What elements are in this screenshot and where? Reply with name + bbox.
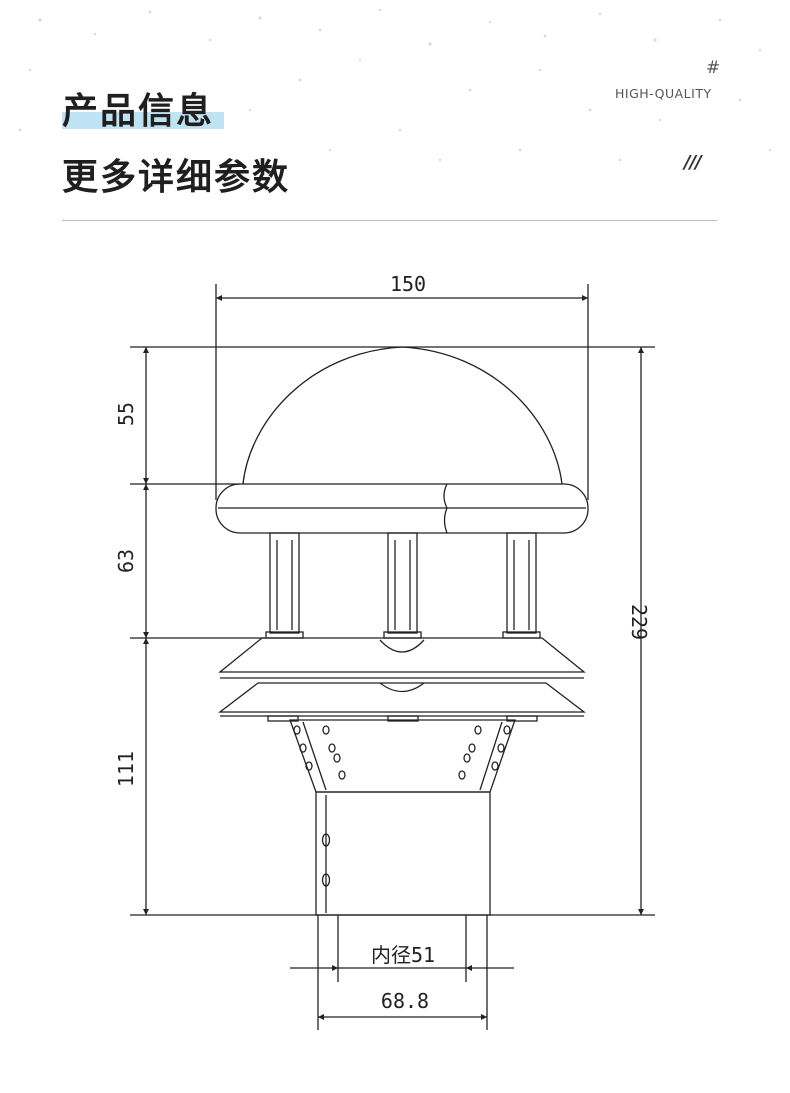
dome (242, 346, 563, 485)
pillar-middle (387, 532, 418, 634)
page-title: 产品信息 (62, 91, 215, 132)
dim-label-111: 111 (114, 751, 138, 787)
dim-label-55: 55 (114, 402, 138, 426)
title-highlight-bar (62, 112, 224, 129)
page-subtitle: 更多详细参数 (62, 157, 291, 198)
dim-label-63: 63 (114, 549, 138, 573)
shield-plate-bottom (218, 682, 586, 713)
decorative-slashes: /// (684, 152, 702, 173)
dim-label-150: 150 (390, 272, 426, 296)
dim-label-inner-diameter: 内径51 (371, 943, 435, 967)
pillar-left (269, 532, 300, 634)
hash-mark: # (706, 58, 721, 78)
tagline: HIGH-QUALITY (615, 86, 712, 101)
shield-plate-top (218, 637, 586, 673)
header-divider (62, 220, 717, 221)
background-water-droplets (18, 8, 772, 162)
pillar-right (506, 532, 537, 634)
base-cylinder (315, 791, 491, 916)
dim-label-outer-diameter: 68.8 (381, 989, 429, 1013)
dim-label-229: 229 (627, 604, 651, 640)
funnel-vent-holes (293, 725, 511, 780)
